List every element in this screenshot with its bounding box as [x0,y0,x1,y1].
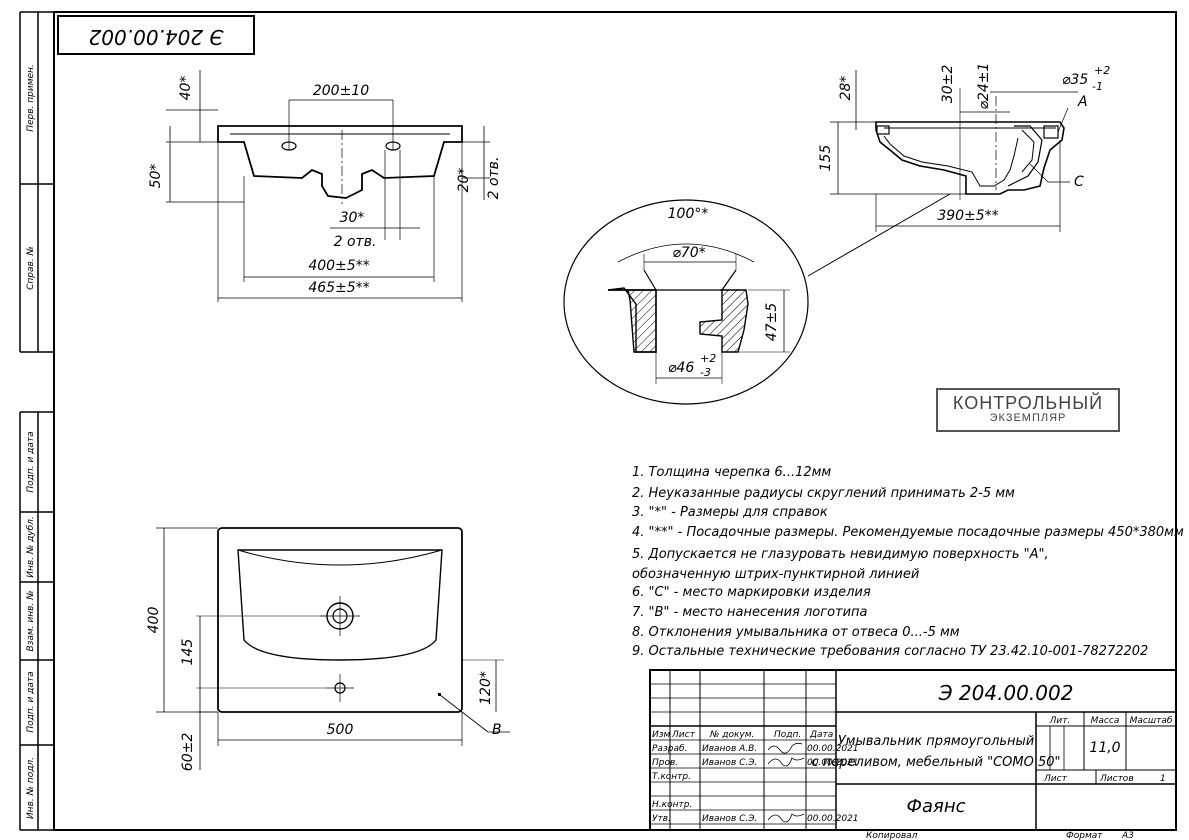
dim-155: 155 [818,145,834,172]
tb-massa: Масса [1091,716,1120,726]
tb-masshtab: Масштаб [1130,716,1173,726]
mirrored-number-box [57,15,255,55]
note-4: 4. "**" - Посадочные размеры. Рекомендуе… [632,525,1184,540]
stamp-line1: КОНТРОЛЬНЫЙ [952,393,1104,413]
tb-date1: 00.00.2021 [807,744,859,754]
dim-28: 28* [838,76,854,101]
side-view [830,70,1078,232]
front-view [166,70,490,302]
tb-hdr-data: Дата [809,730,833,740]
plan-view [156,527,510,770]
side-strip [19,11,54,831]
dim-d35-tol-up: +2 [1094,64,1110,77]
dim-d35-tol-dn: -1 [1092,80,1103,93]
tb-hdr-podp: Подп. [774,730,801,740]
title-block [649,669,1177,831]
dim-47: 47±5 [764,303,780,342]
tb-list-label: Лист [1043,774,1068,784]
dim-390: 390±5** [937,208,998,224]
detail-view [563,193,951,405]
dim-2otv-right: 2 отв. [486,157,502,200]
control-copy-stamp: КОНТРОЛЬНЫЙ ЭКЗЕМПЛЯР [936,388,1120,432]
dim-plan-400: 400 [146,607,162,634]
tb-listov-value: 1 [1160,774,1166,784]
tb-hdr-izm: Изм [652,730,671,740]
tb-utv-name: Иванов С.Э. [702,814,757,824]
tb-utv: Утв. [652,814,671,824]
side-label-sprav-no: Справ. № [26,246,36,290]
tb-prov-name: Иванов С.Э. [702,758,757,768]
note-3: 3. "*" - Размеры для справок [632,505,828,520]
tb-name-line1: Умывальник прямоугольный [838,734,1035,749]
tb-mass-value: 11,0 [1089,740,1120,756]
tb-format-value: А3 [1121,831,1134,840]
note-9: 9. Остальные технические требования согл… [632,644,1149,659]
tb-tkontr: Т.контр. [652,772,691,782]
note-6: 6. "С" - место маркировки изделия [632,585,871,600]
label-c: С [1074,174,1084,190]
dim-465: 465±5** [308,280,369,296]
label-a: А [1077,94,1088,110]
dim-2otv: 2 отв. [334,234,377,250]
tb-hdr-list: Лист [671,730,696,740]
dim-30: 30* [340,210,365,226]
dim-plan-120: 120* [478,671,494,705]
tb-date2: 00.00.2021 [807,758,859,768]
dim-d46: ⌀46 [668,360,694,376]
tb-date3: 00.00.2021 [807,814,859,824]
dim-plan-145: 145 [180,639,196,666]
dim-20: 20* [456,168,472,193]
note-5: 5. Допускается не глазуровать невидимую … [632,547,1049,562]
dim-d70: ⌀70* [672,245,705,261]
dim-50: 50* [148,164,164,189]
dim-d35: ⌀35 [1062,72,1088,88]
tb-name-line2: с переливом, мебельный "СОМО 50" [812,755,1061,770]
label-b: В [492,722,502,738]
tb-designation: Э 204.00.002 [938,681,1074,705]
tb-material: Фаянс [906,796,965,817]
dim-400: 400±5** [308,258,369,274]
dim-100deg: 100°* [668,206,709,222]
side-label-podp-data-1: Подп. и дата [26,431,36,492]
tb-razrab-name: Иванов А.В. [702,744,757,754]
tb-nkontr: Н.контр. [652,800,692,810]
dim-30pm2: 30±2 [940,65,956,104]
dim-200: 200±10 [313,83,369,99]
tb-lit: Лит. [1049,716,1071,726]
tb-listov-label: Листов [1099,774,1134,784]
dim-plan-500: 500 [327,722,354,738]
stamp-line2: ЭКЗЕМПЛЯР [989,412,1067,424]
side-label-inv-dubl: Инв. № дубл. [26,516,36,578]
tb-kopiroval: Копировал [866,831,918,840]
dim-plan-60: 60±2 [180,733,196,772]
side-label-perv-primen: Перв. примен. [26,64,36,132]
side-label-inv-podl: Инв. № подл. [26,757,36,819]
note-1: 1. Толщина черепка 6...12мм [632,465,832,480]
dim-40: 40* [178,76,194,101]
note-7: 7. "В" - место нанесения логотипа [632,605,868,620]
tb-razrab: Разраб. [652,744,687,754]
tb-hdr-ndok: № докум. [709,730,754,740]
side-label-podp-data-2: Подп. и дата [26,671,36,732]
tb-prov: Пров. [652,758,678,768]
note-8: 8. Отклонения умывальника от отвеса 0...… [632,625,960,640]
dim-d24: ⌀24±1 [976,63,992,110]
note-2: 2. Неуказанные радиусы скруглений приним… [632,486,1015,501]
dim-d46-tol-dn: -3 [700,366,711,379]
dim-d46-tol-up: +2 [700,352,716,365]
sheet-frame [53,11,1177,831]
mirrored-drawing-number: Э 204.00.002 [89,25,225,49]
side-label-vzam-inv: Взам. инв. № [26,590,36,651]
note-5-cont: обозначенную штрих-пунктирной линией [632,567,920,582]
tb-format: Формат [1066,831,1103,840]
